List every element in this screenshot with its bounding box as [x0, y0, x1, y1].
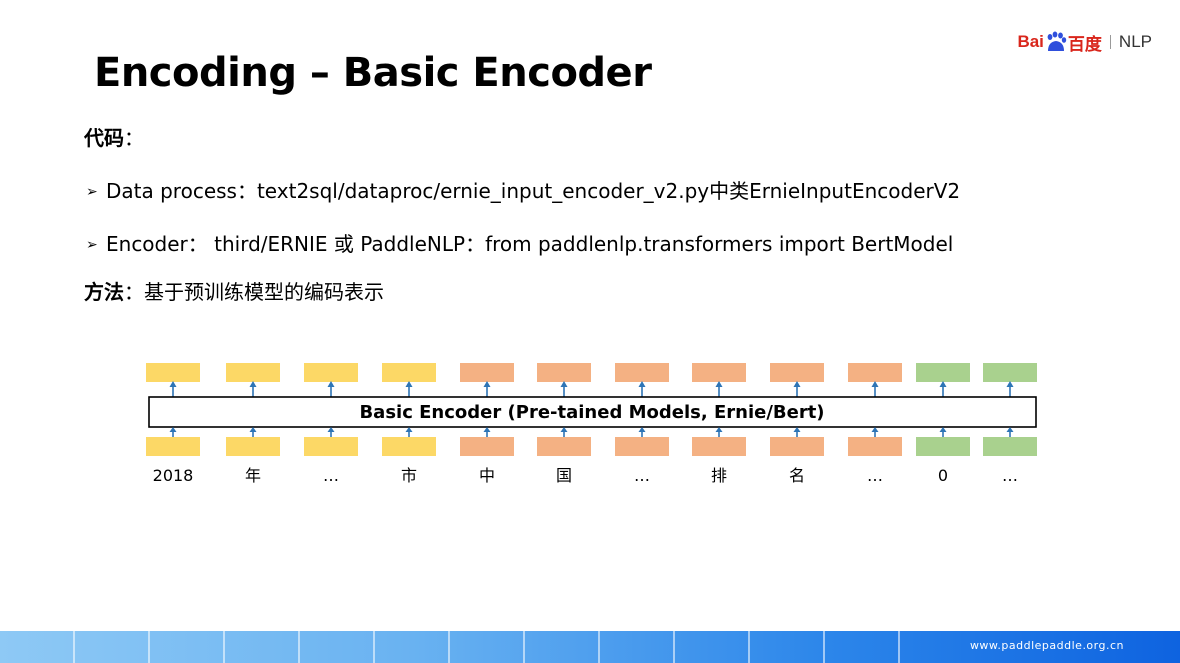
output-embedding-block — [983, 363, 1037, 382]
output-embedding-block — [848, 363, 902, 382]
encoder-diagram: Basic Encoder (Pre-tained Models, Ernie/… — [0, 355, 1180, 495]
output-embedding-block — [226, 363, 280, 382]
encoder-diagram-svg: Basic Encoder (Pre-tained Models, Ernie/… — [146, 363, 1037, 485]
input-arrowhead-icon — [793, 427, 801, 432]
output-embedding-block — [916, 363, 970, 382]
logo-bai-text: Bai — [1017, 32, 1044, 51]
input-embedding-block — [848, 437, 902, 456]
token-label: … — [323, 466, 339, 485]
logo-separator — [1109, 35, 1111, 49]
token-label: 0 — [938, 466, 948, 485]
bullet-arrow-icon: ➢ — [86, 237, 98, 253]
output-embedding-block — [460, 363, 514, 382]
token-label: … — [1002, 466, 1018, 485]
method-heading: 方法：基于预训练模型的编码表示 — [84, 276, 384, 305]
output-arrowhead-icon — [638, 381, 646, 387]
basic-encoder-box — [148, 396, 1037, 428]
output-arrowhead-icon — [939, 381, 947, 387]
input-embedding-block — [146, 437, 200, 456]
output-arrowhead-icon — [405, 381, 413, 387]
input-embedding-block — [770, 437, 824, 456]
footer-stripes — [0, 631, 900, 663]
bullet-text: Encoder： third/ERNIE 或 PaddleNLP：from pa… — [106, 232, 954, 256]
token-label: 市 — [401, 466, 417, 485]
footer-bar: www.paddlepaddle.org.cn — [0, 631, 1180, 663]
token-label: … — [867, 466, 883, 485]
code-heading: 代码： — [84, 122, 144, 151]
output-embedding-block — [615, 363, 669, 382]
input-arrowhead-icon — [939, 427, 947, 432]
logo-baidu-chinese: 百度 — [1067, 34, 1102, 54]
method-text: ：基于预训练模型的编码表示 — [124, 280, 384, 304]
footer-url: www.paddlepaddle.org.cn — [969, 639, 1124, 652]
basic-encoder-label: Basic Encoder (Pre-tained Models, Ernie/… — [359, 402, 824, 423]
input-arrowhead-icon — [405, 427, 413, 432]
input-arrowhead-icon — [560, 427, 568, 432]
input-embedding-block — [226, 437, 280, 456]
baidu-nlp-logo: Bai 百度 NLP — [1017, 24, 1152, 60]
input-embedding-block — [615, 437, 669, 456]
input-embedding-block — [537, 437, 591, 456]
output-embedding-block — [537, 363, 591, 382]
token-label: … — [634, 466, 650, 485]
output-arrowhead-icon — [249, 381, 257, 387]
input-embedding-block — [916, 437, 970, 456]
input-arrowhead-icon — [1006, 427, 1014, 432]
input-arrowhead-icon — [249, 427, 257, 432]
bullet-data-process: ➢ Data process：text2sql/dataproc/ernie_in… — [86, 175, 960, 204]
input-embedding-block — [304, 437, 358, 456]
output-arrowhead-icon — [871, 381, 879, 387]
token-label: 2018 — [153, 466, 194, 485]
output-embedding-block — [692, 363, 746, 382]
input-embedding-block — [692, 437, 746, 456]
baidu-paw-icon — [1045, 31, 1067, 53]
output-embedding-block — [304, 363, 358, 382]
input-arrowhead-icon — [638, 427, 646, 432]
input-arrowhead-icon — [871, 427, 879, 432]
output-arrowhead-icon — [793, 381, 801, 387]
output-arrowhead-icon — [327, 381, 335, 387]
bullet-encoder: ➢ Encoder： third/ERNIE 或 PaddleNLP：from p… — [86, 228, 953, 257]
output-embedding-block — [382, 363, 436, 382]
code-label: 代码 — [84, 126, 124, 150]
input-embedding-block — [460, 437, 514, 456]
token-label: 名 — [789, 466, 805, 485]
bullet-text: Data process：text2sql/dataproc/ernie_inp… — [106, 179, 961, 203]
input-embedding-block — [983, 437, 1037, 456]
output-arrowhead-icon — [560, 381, 568, 387]
token-label: 排 — [711, 466, 727, 485]
token-label: 国 — [556, 466, 572, 485]
output-arrowhead-icon — [715, 381, 723, 387]
output-arrowhead-icon — [169, 381, 177, 387]
input-arrowhead-icon — [715, 427, 723, 432]
input-arrowhead-icon — [169, 427, 177, 432]
input-arrowhead-icon — [483, 427, 491, 432]
output-arrowhead-icon — [483, 381, 491, 387]
token-label: 中 — [479, 466, 495, 485]
input-embedding-block — [382, 437, 436, 456]
output-embedding-block — [146, 363, 200, 382]
logo-nlp-text: NLP — [1118, 32, 1152, 51]
output-arrowhead-icon — [1006, 381, 1014, 387]
method-label: 方法 — [84, 280, 124, 304]
bullet-arrow-icon: ➢ — [86, 184, 98, 200]
slide-title: Encoding – Basic Encoder — [94, 50, 652, 96]
output-embedding-block — [770, 363, 824, 382]
input-arrowhead-icon — [327, 427, 335, 432]
code-colon: ： — [124, 126, 144, 150]
token-label: 年 — [245, 466, 261, 485]
